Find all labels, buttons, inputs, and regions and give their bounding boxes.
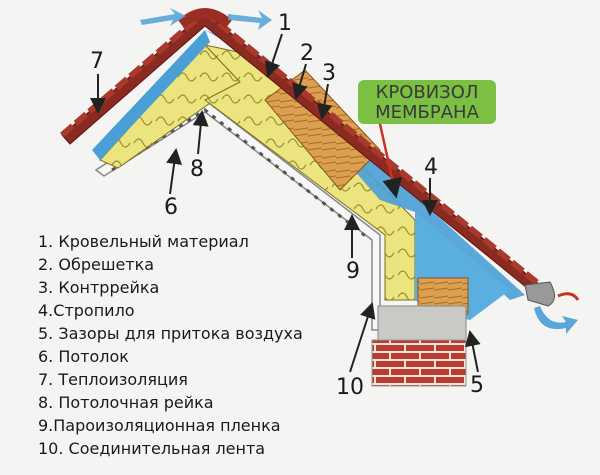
label-7: 7 <box>90 49 104 74</box>
airflow-top-left-icon <box>140 8 186 26</box>
legend-item: 9.Пароизоляционная пленка <box>38 416 281 435</box>
legend-item: 5. Зазоры для притока воздуха <box>38 324 303 343</box>
label-5: 5 <box>470 373 484 398</box>
label-8: 8 <box>190 157 204 182</box>
legend-item: 8. Потолочная рейка <box>38 393 214 412</box>
concrete-beam <box>377 305 467 341</box>
ceiling-rail <box>111 108 369 240</box>
label-3: 3 <box>322 61 336 86</box>
ridge-cap <box>178 8 232 28</box>
airflow-top-right-icon <box>228 10 272 30</box>
gutter <box>524 281 555 307</box>
legend-item: 4.Стропило <box>38 301 135 320</box>
legend-item: 7. Теплоизоляция <box>38 370 188 389</box>
label-6: 6 <box>164 195 178 220</box>
membrane-callout: КРОВИЗОЛ МЕМБРАНА <box>358 80 496 124</box>
legend-item: 6. Потолок <box>38 347 129 366</box>
legend: 1. Кровельный материал 2. Обрешетка 3. К… <box>38 230 303 460</box>
legend-item: 2. Обрешетка <box>38 255 155 274</box>
brick-wall <box>371 339 467 387</box>
svg-text:КРОВИЗОЛ: КРОВИЗОЛ <box>376 82 479 103</box>
airflow-curl-icon <box>557 292 580 301</box>
label-10: 10 <box>336 375 364 400</box>
svg-text:МЕМБРАНА: МЕМБРАНА <box>375 102 479 123</box>
legend-item: 1. Кровельный материал <box>38 232 249 251</box>
label-9: 9 <box>346 259 360 284</box>
legend-item: 10. Соединительная лента <box>38 439 266 458</box>
label-2: 2 <box>300 41 314 66</box>
legend-item: 3. Контррейка <box>38 278 160 297</box>
airflow-eave-icon <box>534 306 578 334</box>
label-4: 4 <box>424 155 438 180</box>
membrane-left <box>92 30 210 160</box>
label-1: 1 <box>278 11 292 36</box>
